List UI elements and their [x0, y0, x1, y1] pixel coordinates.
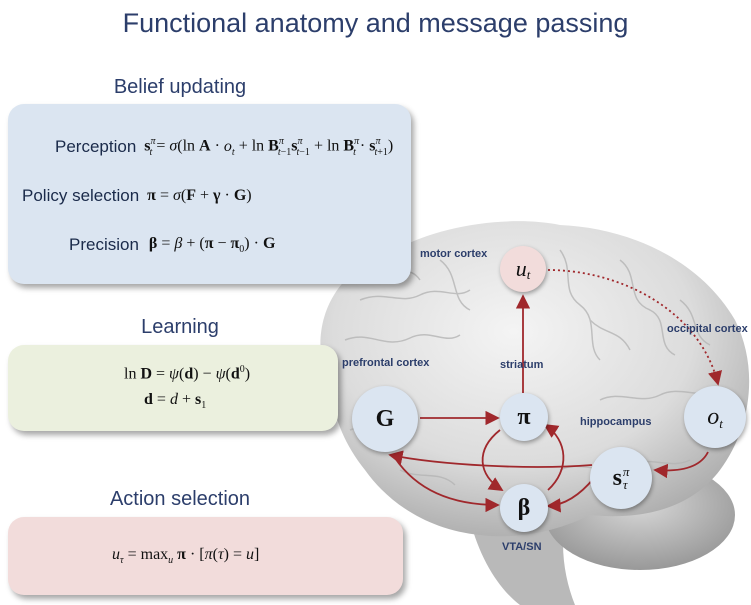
node-u-symbol: u [515, 256, 527, 281]
node-s-symbol: s [612, 464, 622, 491]
node-s-superscript: π [622, 464, 630, 479]
learning-equation-1: ln D = ψ(d) − ψ(d0) [124, 364, 251, 383]
node-s: s π τ [590, 447, 652, 509]
action-panel [8, 517, 403, 595]
action-equation: uτ = maxu π · [π(τ) = u] [112, 546, 260, 567]
label-prefrontal-cortex: prefrontal cortex [342, 357, 430, 369]
label-occipital-cortex: occipital cortex [667, 323, 748, 335]
node-o-subscript: t [719, 416, 723, 431]
belief-panel [8, 104, 411, 284]
label-hippocampus: hippocampus [580, 416, 652, 428]
node-beta: β [500, 484, 548, 532]
page-title: Functional anatomy and message passing [122, 8, 629, 38]
belief-heading: Belief updating [113, 76, 247, 98]
arrow-u-to-o [547, 269, 723, 386]
perception-label: Perception [55, 137, 137, 156]
arrow-G-to-beta [394, 457, 500, 513]
arrow-beta-to-pi [543, 424, 565, 491]
label-motor-cortex: motor cortex [420, 248, 488, 260]
label-vta-sn: VTA/SN [502, 541, 542, 553]
action-heading: Action selection [109, 488, 251, 510]
precision-label: Precision [69, 235, 139, 254]
node-G: G [352, 386, 418, 452]
policy-label: Policy selection [22, 186, 140, 205]
arrow-o-to-s [653, 451, 709, 479]
label-striatum: striatum [500, 359, 544, 371]
node-o-symbol: o [707, 403, 720, 430]
policy-equation: Policy selection π = σ(F + γ · G) [22, 186, 252, 205]
node-s-subscript: τ [622, 477, 628, 492]
node-u-subscript: t [526, 267, 531, 282]
node-pi: π [500, 393, 548, 441]
learning-heading: Learning [141, 316, 219, 338]
precision-equation: Precision β = β + (π − π0) · G [69, 234, 276, 256]
learning-panel [8, 345, 338, 431]
arrow-pi-to-beta [481, 429, 504, 491]
arrow-s-to-G [388, 450, 593, 468]
learning-equation-2: d = d + s1 [144, 391, 207, 412]
perception-equation: Perception sπt = σ(ln A · ot + ln Bπt−1s… [55, 136, 394, 158]
